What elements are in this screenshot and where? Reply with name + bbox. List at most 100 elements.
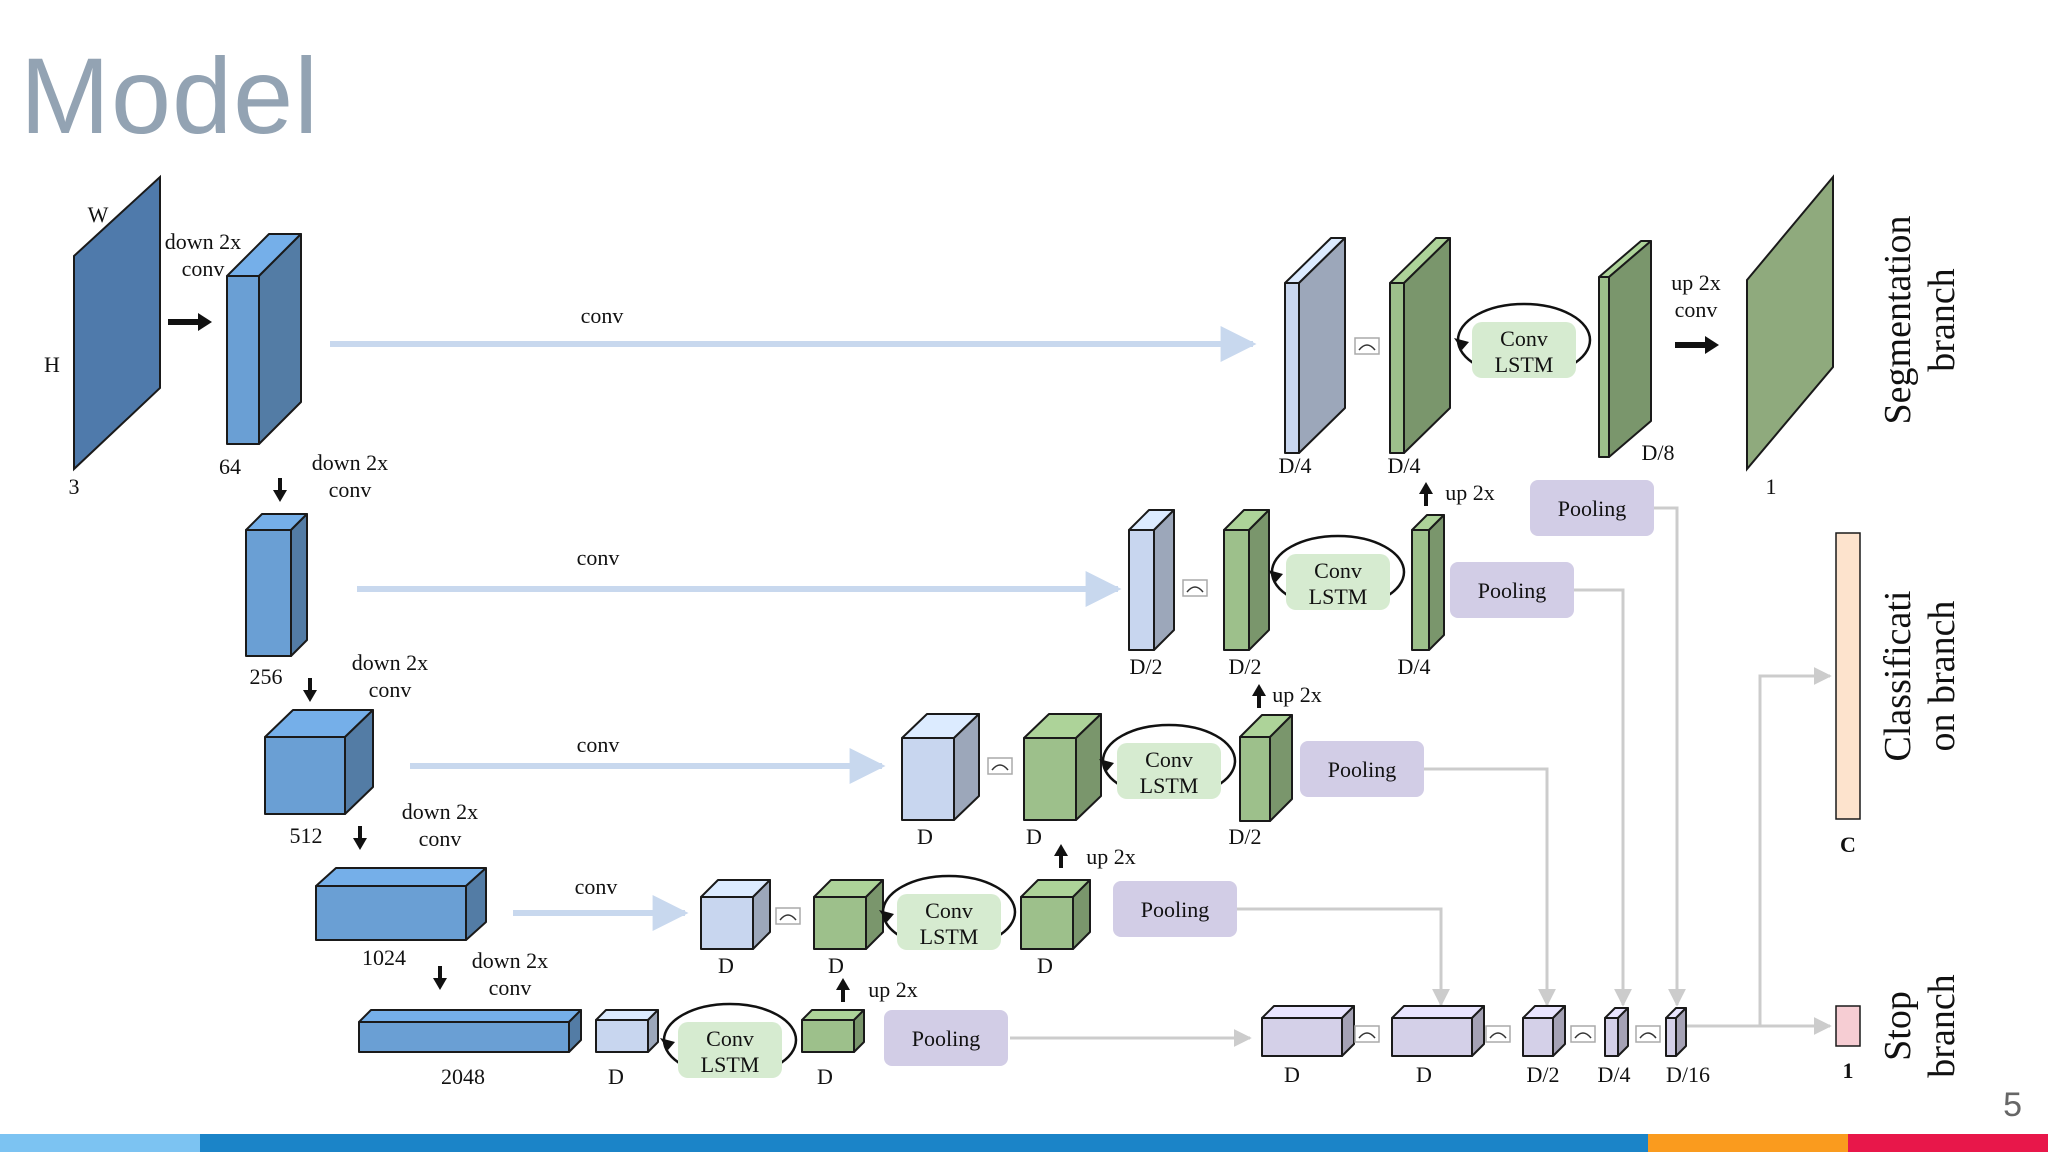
down-label-c1: down 2x — [352, 650, 428, 675]
skip-block-l1-front — [1128, 529, 1155, 651]
decoder-block-l1 — [1223, 509, 1270, 651]
pooling-l2-label: Pooling — [1328, 757, 1396, 782]
pooling-l0-label: Pooling — [1558, 496, 1626, 521]
level0-label-decoder: D/4 — [1388, 453, 1421, 478]
encoder-block-256-side — [290, 513, 308, 657]
down-arrow-1-head — [273, 490, 287, 502]
concat-l3-box — [775, 907, 801, 925]
input-channels-label: 3 — [69, 474, 80, 499]
conv-lstm-l0-box — [1472, 322, 1576, 378]
conv-lstm-l4-loop-arrowhead — [660, 1038, 675, 1050]
up-arrow-l4-head — [836, 978, 850, 990]
skip-block-l4-front — [595, 1019, 649, 1053]
level3-label-skip: D — [718, 953, 734, 978]
level3-label-decoder: D — [828, 953, 844, 978]
decoder-out-l3 — [1020, 879, 1091, 950]
decoder-block-l1-front — [1223, 529, 1250, 651]
input-height-label: H — [44, 352, 60, 377]
skip-label-1: conv — [577, 545, 620, 570]
up-arrow-l3-head — [1054, 844, 1068, 856]
pooling-l4-label: Pooling — [912, 1026, 980, 1051]
level2-label-out: D/2 — [1229, 824, 1262, 849]
conv-lstm-l1-box — [1286, 554, 1390, 610]
skip-block-l0 — [1284, 237, 1346, 454]
final-block-label-2: D — [1416, 1062, 1432, 1087]
skip-block-l0-front — [1284, 282, 1300, 454]
decoder-block-l0-front — [1389, 282, 1405, 454]
level1-label-out: D/4 — [1398, 654, 1431, 679]
decoder-block-l4 — [801, 1009, 865, 1053]
encoder-block-256 — [245, 513, 308, 657]
conv-lstm-l0-label-2: LSTM — [1495, 352, 1554, 377]
encoder-block-64 — [226, 233, 302, 445]
input-width-label: W — [88, 202, 109, 227]
pool1-to-final — [1574, 588, 1632, 1007]
final-block-5-front — [1665, 1017, 1677, 1057]
encoder-channels-512: 512 — [290, 823, 323, 848]
final-block-label-3: D/2 — [1527, 1062, 1560, 1087]
bottom-bar-segment — [1848, 1134, 2048, 1152]
final-to-classification — [1758, 667, 1832, 1026]
conv-lstm-l2-label-2: LSTM — [1140, 773, 1199, 798]
bottom-bar-segment — [0, 1134, 200, 1152]
down-arrow-4-head — [433, 978, 447, 990]
conv-lstm-l1-loop-arrowhead — [1268, 570, 1283, 582]
concat-l2-arc — [991, 764, 1009, 771]
encoder-channels-256: 256 — [250, 664, 283, 689]
down-label-a1: down 2x — [165, 229, 241, 254]
down-label-a2: conv — [182, 256, 225, 281]
stop-size-label: 1 — [1843, 1058, 1854, 1083]
decoder-out-l2-front — [1239, 736, 1271, 822]
pooling-l1-box — [1450, 562, 1574, 618]
conv-lstm-l3-box — [897, 894, 1001, 950]
down-label-d1: down 2x — [402, 799, 478, 824]
stop-branch-line1: Stop — [1877, 991, 1919, 1061]
page-title: Model — [20, 35, 320, 156]
decoder-block-l2-front — [1023, 737, 1077, 821]
encoder-block-2048 — [358, 1009, 582, 1053]
conv-lstm-l3-loop-arrowhead — [879, 910, 894, 922]
down-label-c2: conv — [369, 677, 412, 702]
final-block-5-side — [1675, 1007, 1687, 1057]
pooling-l3-box — [1113, 881, 1237, 937]
concat-f3-box — [1570, 1025, 1596, 1043]
pooling-l1-label: Pooling — [1478, 578, 1546, 603]
skip-label-3: conv — [575, 874, 618, 899]
encoder-block-1024-top — [315, 867, 487, 887]
segmentation-output — [1746, 174, 1834, 472]
connection-lines — [330, 326, 1832, 1047]
conv-lstm-l4-label-1: Conv — [706, 1026, 754, 1051]
encoder-channels-64: 64 — [219, 454, 241, 479]
concat-f2-box — [1485, 1025, 1511, 1043]
level4-label-skip: D — [608, 1064, 624, 1089]
final-block-2 — [1391, 1005, 1485, 1057]
conv-lstm-l2-box — [1117, 743, 1221, 799]
encoder-block-512-front — [264, 736, 346, 815]
pooling-l2-box — [1300, 741, 1424, 797]
down-label-e2: conv — [489, 975, 532, 1000]
down-label-b2: conv — [329, 477, 372, 502]
up-label-l4: up 2x — [868, 977, 918, 1002]
skip-block-l3 — [700, 879, 771, 950]
encoder-block-1024-front — [315, 885, 467, 941]
final-block-1-top — [1261, 1005, 1355, 1019]
skip-block-l1 — [1128, 509, 1175, 651]
down-arrow-3-head — [353, 838, 367, 850]
final-block-1-front — [1261, 1017, 1343, 1057]
decoder-block-l3-front — [813, 896, 867, 950]
skip-block-l2 — [901, 713, 980, 821]
skip-label-0: conv — [581, 303, 624, 328]
decoder-out-l1-side — [1428, 514, 1445, 651]
final-block-4-front — [1604, 1017, 1619, 1057]
stop-branch-line2: branch — [1921, 974, 1963, 1077]
decoder-out-l3-front — [1020, 896, 1074, 950]
level1-label-decoder: D/2 — [1229, 654, 1262, 679]
up-arrow-l1-head — [1419, 482, 1433, 494]
decoder-out-l0 — [1598, 240, 1652, 458]
pool0-to-final — [1654, 506, 1686, 1007]
up-arrow-l2-head — [1252, 684, 1266, 696]
skip-block-l3-front — [700, 896, 754, 950]
concat-f1-box — [1354, 1025, 1380, 1043]
concat-f4-arc — [1639, 1032, 1657, 1039]
